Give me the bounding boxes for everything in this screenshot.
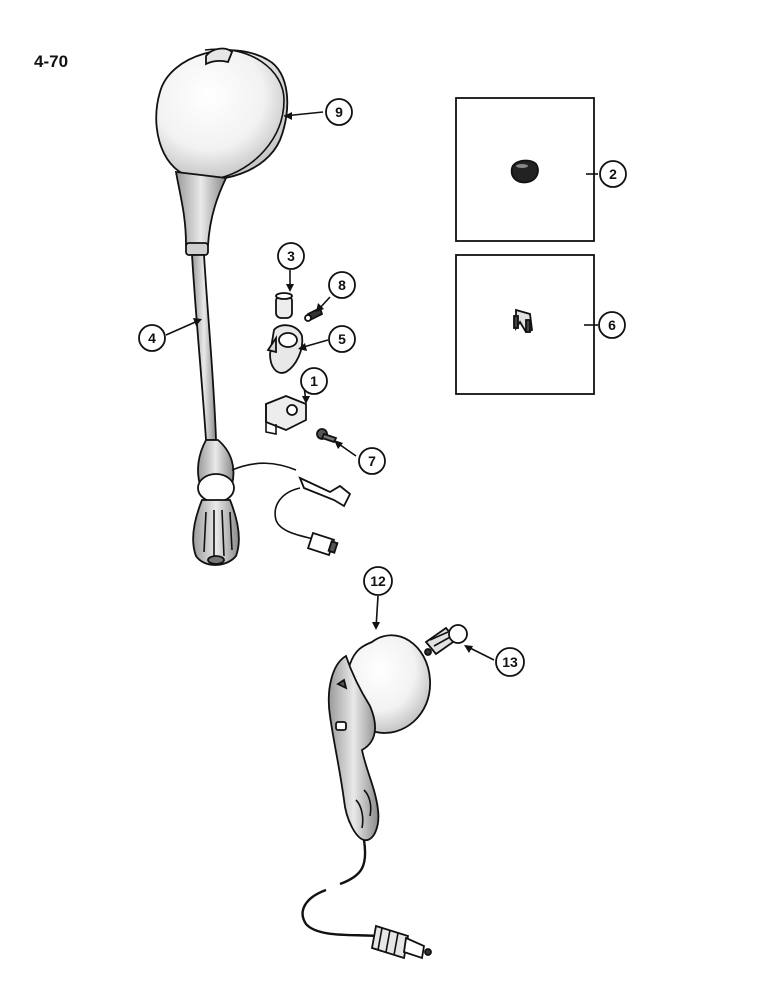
hand-lamp-assembly [301, 634, 432, 960]
lamp-head [155, 49, 289, 181]
page-number: 4-70 [34, 52, 69, 71]
callout-1: 1 [300, 367, 328, 395]
svg-text:2: 2 [609, 166, 617, 182]
part-2-box [455, 97, 595, 242]
callout-7: 7 [358, 447, 386, 475]
angle-bracket [265, 395, 307, 435]
svg-text:4: 4 [148, 330, 156, 346]
svg-text:5: 5 [338, 331, 346, 347]
lamp-lens-rim [204, 48, 285, 179]
callout-2: 2 [599, 160, 627, 188]
small-screw [304, 306, 324, 322]
hand-lamp-cord [301, 839, 377, 938]
leader-lines [165, 111, 598, 661]
callout-5: 5 [328, 325, 356, 353]
bolt-part [316, 428, 338, 444]
callout-6: 6 [598, 311, 626, 339]
hand-lamp-body [327, 654, 380, 841]
connector-a [298, 476, 352, 508]
lamp-switch-knob [197, 473, 235, 503]
callout-9: 9 [325, 98, 353, 126]
lamp-collar [185, 242, 209, 256]
callout-3: 3 [277, 242, 305, 270]
svg-text:7: 7 [368, 453, 376, 469]
work-lamp-assembly [155, 47, 352, 566]
lamp-cable [231, 462, 297, 471]
flex-stem [191, 254, 217, 441]
callout-8: 8 [328, 271, 356, 299]
callout-13: 13 [495, 647, 525, 677]
sleeve-part [275, 292, 293, 319]
svg-text:3: 3 [287, 248, 295, 264]
lamp-cable-lower [274, 487, 319, 541]
svg-text:13: 13 [502, 654, 518, 670]
clamp-bracket [266, 324, 304, 374]
svg-text:9: 9 [335, 104, 343, 120]
svg-text:8: 8 [338, 277, 346, 293]
callout-4: 4 [138, 324, 166, 352]
svg-text:1: 1 [310, 373, 318, 389]
svg-text:6: 6 [608, 317, 616, 333]
callout-12: 12 [363, 566, 393, 596]
part-6-box [455, 254, 595, 395]
bulb-part [424, 624, 468, 656]
lamp-top-tab [205, 47, 234, 66]
lamp-neck [174, 170, 228, 246]
svg-text:12: 12 [370, 573, 386, 589]
cigar-plug [370, 924, 432, 960]
rubber-plug [510, 159, 539, 184]
